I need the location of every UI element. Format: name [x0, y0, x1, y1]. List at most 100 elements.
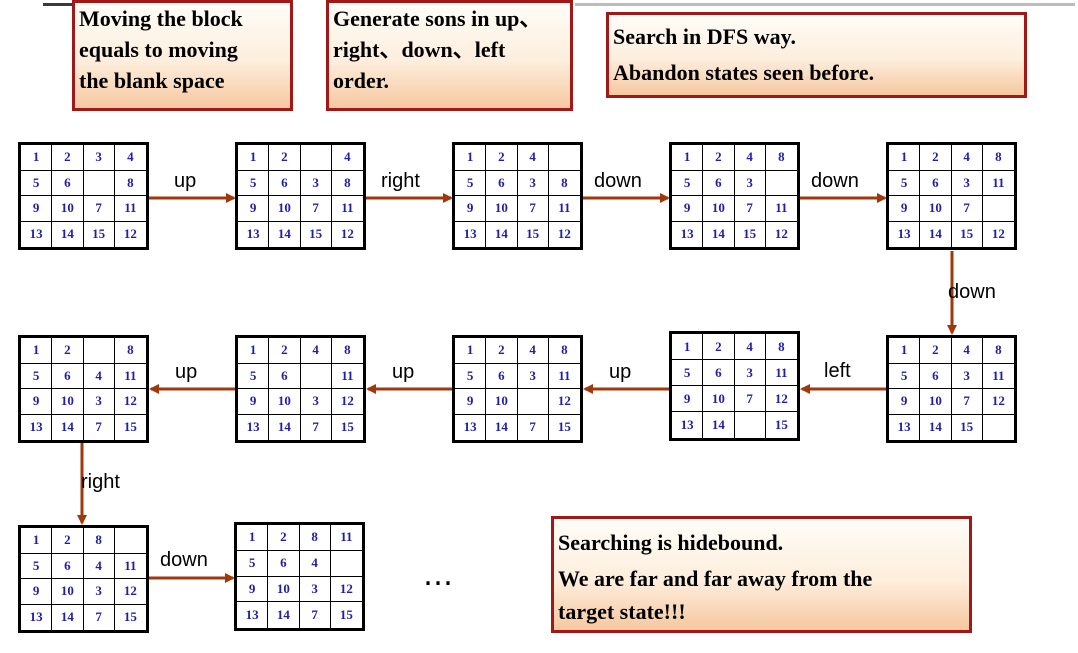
- puzzle-tile: 3: [734, 170, 766, 196]
- puzzle-tile: 6: [52, 553, 84, 579]
- puzzle-tile: 1: [672, 145, 704, 171]
- puzzle-tile: 6: [703, 170, 735, 196]
- puzzle-tile: 4: [300, 338, 332, 364]
- puzzle-tile: 2: [269, 338, 301, 364]
- puzzle-tile: 1: [21, 338, 53, 364]
- puzzle-tile: 13: [889, 414, 921, 440]
- puzzle-tile: 1: [238, 145, 270, 171]
- puzzle-tile: 3: [951, 170, 983, 196]
- puzzle-tile: [300, 145, 332, 171]
- puzzle-tile: 3: [517, 363, 549, 389]
- puzzle-tile: 1: [21, 528, 53, 554]
- puzzle-tile: 13: [21, 414, 53, 440]
- puzzle-tile: 6: [52, 170, 84, 196]
- puzzle-tile: 5: [889, 170, 921, 196]
- puzzle-tile: 4: [299, 550, 331, 577]
- puzzle-tile: 2: [486, 338, 518, 364]
- puzzle-tile: 10: [52, 389, 84, 415]
- puzzle-tile: 14: [269, 414, 301, 440]
- puzzle-tile: 3: [83, 389, 115, 415]
- puzzle-tile: 14: [52, 221, 84, 247]
- op-label: up: [392, 361, 415, 383]
- puzzle-tile: 12: [765, 386, 797, 412]
- puzzle-tile: 4: [114, 145, 146, 171]
- puzzle-tile: 15: [340, 419, 354, 435]
- puzzle-tile: 1: [889, 338, 921, 364]
- puzzle-tile: 8: [299, 525, 331, 551]
- op-label: up: [609, 361, 632, 383]
- puzzle-tile: 15: [339, 607, 353, 623]
- puzzle-tile: 15: [123, 609, 137, 625]
- puzzle-tile: 7: [518, 414, 549, 440]
- puzzle-tile: 15: [123, 419, 137, 435]
- puzzle-tile: 13: [238, 414, 270, 440]
- top-rule-dark: [43, 3, 73, 6]
- puzzle-tile: 9: [238, 389, 270, 415]
- op-label: left: [824, 360, 851, 382]
- puzzle-tile: 10: [486, 389, 518, 415]
- puzzle-tile: [114, 528, 146, 554]
- puzzle-tile: 14: [52, 414, 84, 440]
- op-label: right: [381, 170, 420, 192]
- puzzle-tile: 7: [301, 414, 332, 440]
- op-label: up: [174, 170, 197, 192]
- puzzle-tile: 9: [455, 196, 487, 222]
- ellipsis: …: [423, 558, 455, 593]
- puzzle-tile: 10: [269, 196, 301, 222]
- puzzle-tile: 10: [920, 389, 952, 415]
- puzzle-tile: 13: [21, 221, 53, 247]
- puzzle-tile: 6: [486, 363, 518, 389]
- note-line: target state!!!: [558, 599, 686, 624]
- puzzle-tile: 1: [889, 145, 921, 171]
- op-label: down: [948, 281, 996, 303]
- puzzle-tile: 15: [518, 221, 549, 247]
- puzzle-tile: [83, 170, 115, 196]
- puzzle-tile: 3: [300, 389, 332, 415]
- puzzle-tile: 1: [672, 334, 704, 360]
- puzzle-tile: 4: [83, 553, 115, 579]
- puzzle-tile: 13: [21, 604, 53, 630]
- puzzle-tile: 2: [268, 525, 300, 551]
- puzzle-tile: 1: [237, 525, 269, 551]
- puzzle-tile: 5: [21, 170, 53, 196]
- puzzle-tile: 12: [982, 389, 1014, 415]
- puzzle-tile: 6: [920, 170, 952, 196]
- op-label: down: [594, 170, 642, 192]
- puzzle-tile: 9: [21, 196, 53, 222]
- puzzle-tile: 10: [269, 389, 301, 415]
- puzzle-tile: 2: [269, 145, 301, 171]
- puzzle-tile: 6: [52, 363, 84, 389]
- puzzle-tile: 10: [703, 386, 735, 412]
- puzzle-tile: 11: [982, 171, 1014, 196]
- op-label: up: [175, 361, 198, 383]
- puzzle-tile: 7: [734, 196, 766, 222]
- puzzle-tile: [983, 415, 1014, 441]
- puzzle-tile: 3: [83, 145, 115, 171]
- puzzle-tile: 15: [84, 221, 115, 247]
- puzzle-tile: [330, 551, 362, 577]
- note-hidebound: Searching is hidebound. We are far and f…: [551, 516, 972, 633]
- puzzle-tile: 8: [982, 145, 1014, 171]
- puzzle-tile: 7: [951, 196, 983, 222]
- puzzle-tile: 10: [486, 196, 518, 222]
- puzzle-tile: 2: [52, 528, 84, 554]
- puzzle-tile: 12: [548, 389, 580, 415]
- puzzle-tile: 2: [920, 338, 952, 364]
- puzzle-tile: 15: [774, 417, 788, 432]
- puzzle-tile: 7: [951, 389, 983, 415]
- puzzle-tile: 11: [331, 364, 363, 389]
- note-line: Searching is hidebound.: [558, 530, 784, 555]
- puzzle-tile: 13: [238, 221, 270, 247]
- puzzle-tile: 11: [982, 364, 1014, 389]
- puzzle-tile: [300, 363, 332, 389]
- puzzle-tile: 14: [920, 414, 952, 440]
- puzzle-tile: 14: [703, 412, 735, 438]
- puzzle-tile: 14: [52, 604, 84, 630]
- puzzle-tile: 9: [21, 579, 53, 605]
- note-line: right、down、left: [333, 37, 506, 62]
